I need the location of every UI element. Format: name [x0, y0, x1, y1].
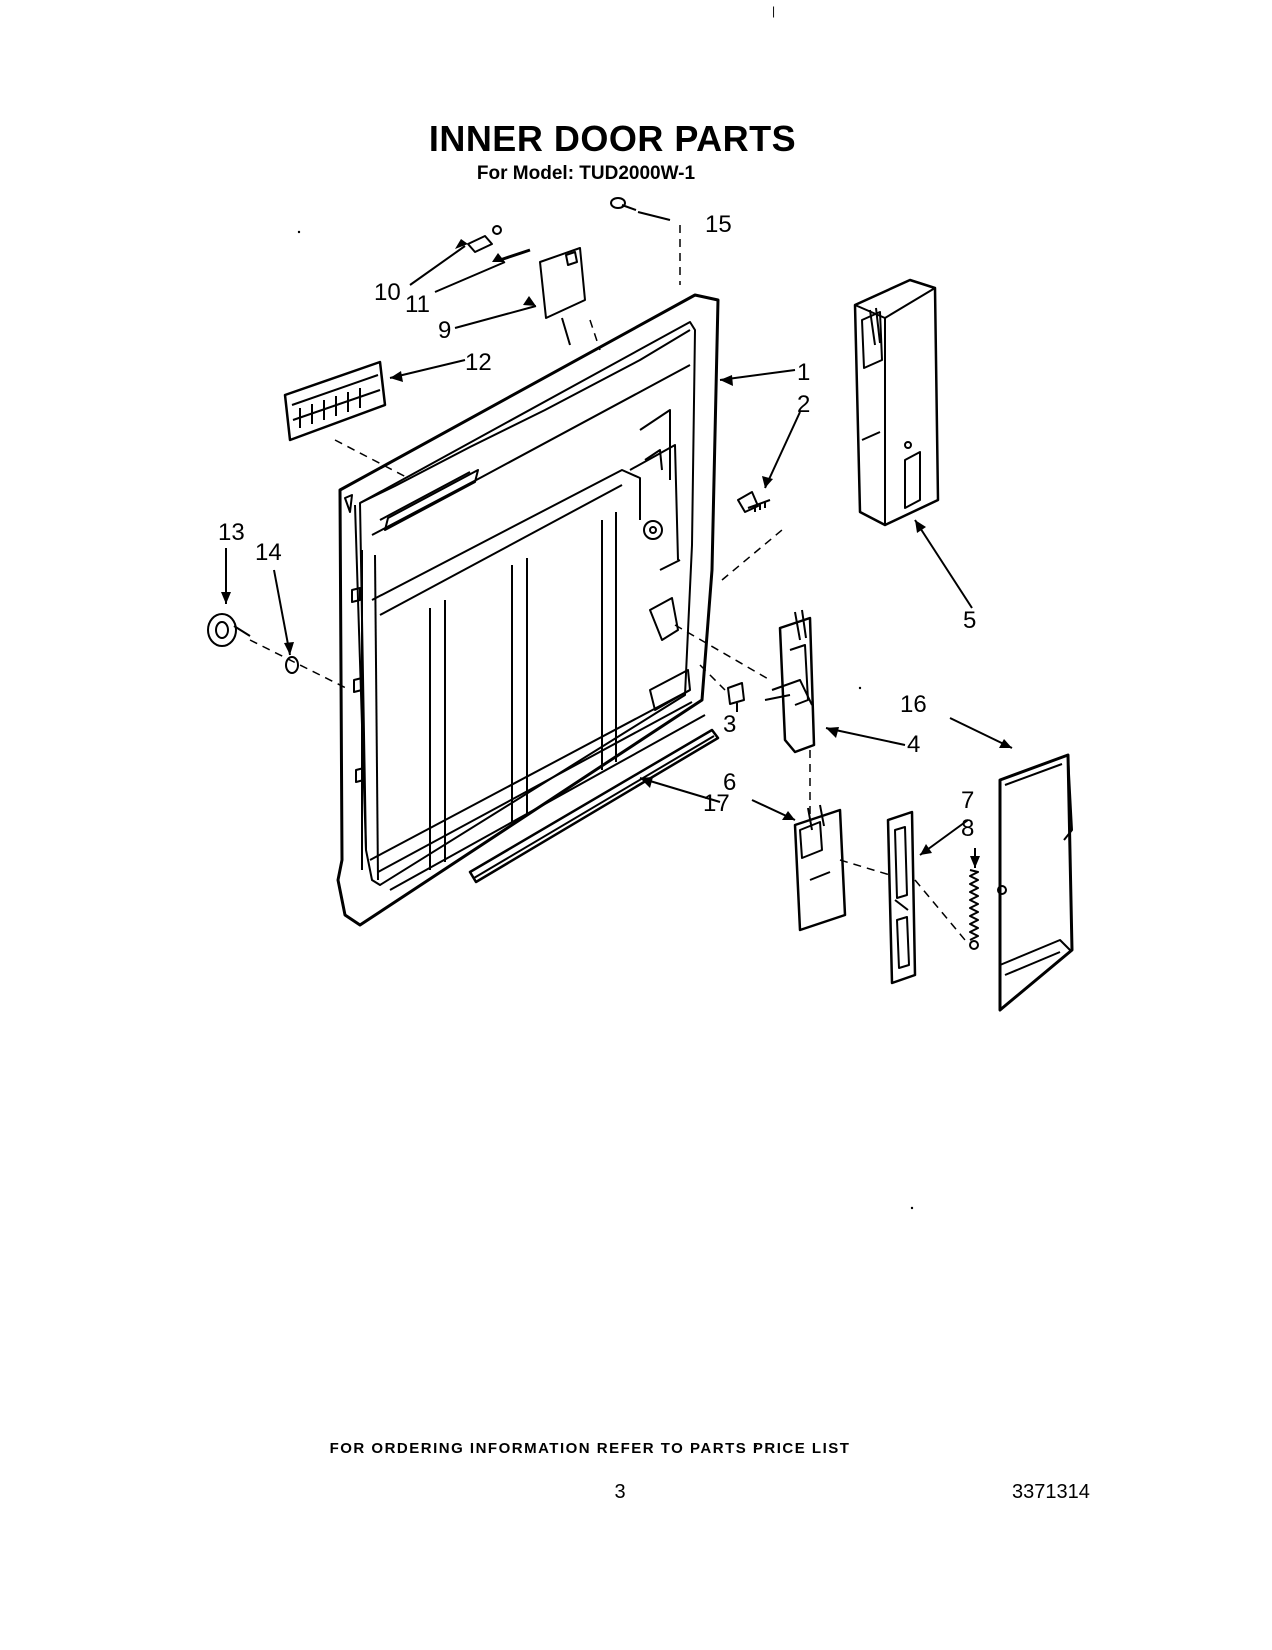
part-3-bushing: [727, 682, 745, 705]
part-16-cover: [997, 753, 1074, 1012]
callout-14: 14: [255, 539, 282, 566]
document-number: 3371314: [1012, 1481, 1090, 1503]
part-8-spring: [969, 869, 979, 950]
callout-13: 13: [218, 519, 245, 546]
callout-1: 1: [797, 359, 810, 386]
scan-specks: [297, 230, 914, 1448]
callout-15: 15: [705, 211, 732, 238]
callout-6: 6: [723, 769, 736, 796]
callout-9: 9: [438, 317, 451, 344]
part-14-nut: [285, 656, 299, 674]
callout-5: 5: [963, 607, 976, 634]
page-number: 3: [614, 1481, 626, 1503]
part-11-rod: [499, 248, 531, 262]
page-title: INNER DOOR PARTS: [428, 118, 797, 159]
callout-2: 2: [797, 391, 810, 418]
callout-4: 4: [907, 731, 920, 758]
callout-10: 10: [374, 279, 401, 306]
part-10-clip: [467, 225, 502, 253]
margin-tick: |: [772, 4, 776, 18]
part-12-handle: [283, 360, 387, 442]
ordering-note: FOR ORDERING INFORMATION REFER TO PARTS …: [329, 1440, 851, 1457]
part-5-module: [853, 278, 940, 527]
inner-door-panel: [336, 293, 720, 927]
callout-8: 8: [961, 815, 974, 842]
callout-11: 11: [405, 291, 430, 318]
callout-16: 16: [900, 691, 927, 718]
callout-labels: 1 2 3 4 5 6 7 8 9 10 11 12 13 14 15 16 1…: [218, 211, 976, 842]
part-17-strip: [468, 728, 720, 884]
leader-arrowheads: [221, 239, 1012, 868]
part-15-screw: [610, 197, 637, 211]
assembly-dash-lines: [249, 225, 966, 941]
callout-12: 12: [465, 349, 492, 376]
part-2-screw: [737, 491, 771, 513]
part-13-washer: [207, 613, 251, 647]
part-4-latch: [764, 609, 816, 754]
part-6-latch-body: [793, 804, 847, 932]
callout-17: 17: [703, 790, 730, 817]
part-7-slide: [886, 810, 917, 985]
model-subtitle: For Model: TUD2000W-1: [476, 163, 696, 184]
leader-lines: [225, 211, 1013, 868]
callout-7: 7: [961, 787, 974, 814]
part-9-cover: [539, 247, 586, 346]
callout-3: 3: [723, 711, 736, 738]
